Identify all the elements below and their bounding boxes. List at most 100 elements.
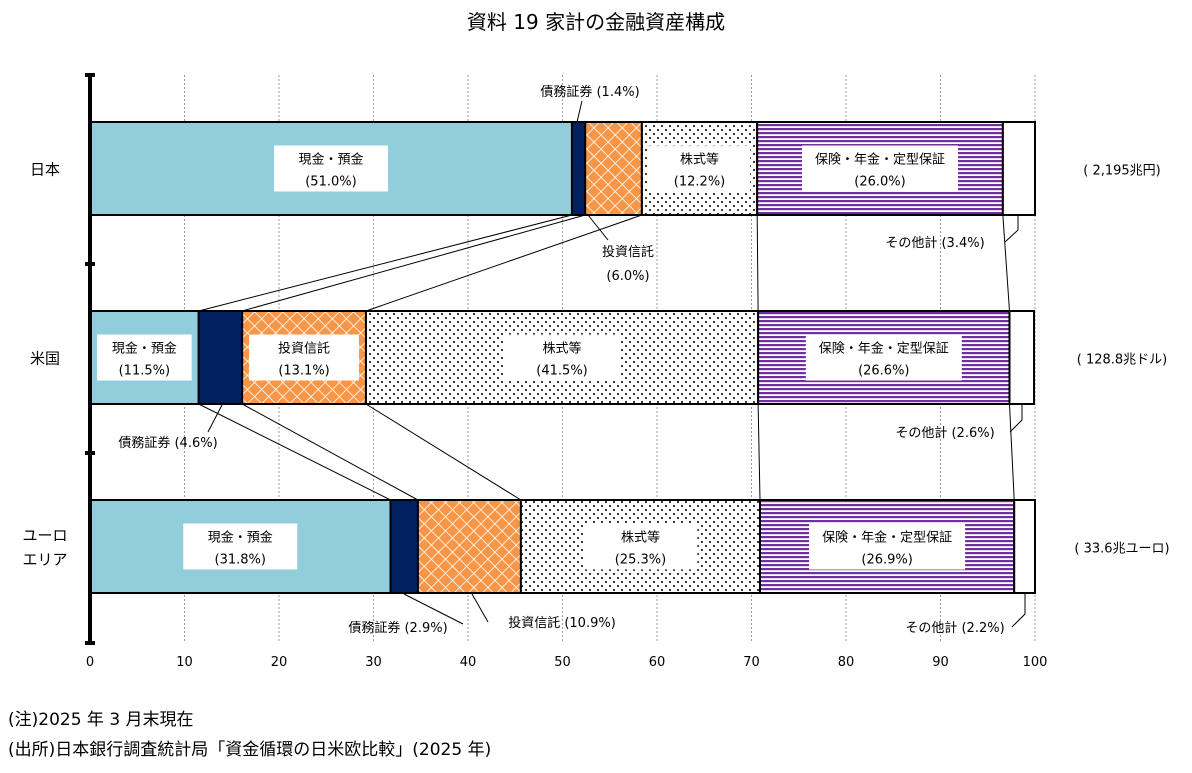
- segment-label-box: [273, 145, 388, 192]
- segment-label-line: (41.5%): [536, 364, 587, 379]
- category-label: ユーロエリア: [22, 527, 67, 569]
- connector-line: [365, 403, 522, 501]
- outside-label-line: 債務証券 (2.9%): [348, 620, 447, 636]
- connector-line: [757, 403, 761, 501]
- category-label: 米国: [30, 350, 60, 368]
- outside-label: その他計 (2.2%): [905, 620, 1004, 636]
- outside-label: 投資信託 (10.9%): [508, 615, 616, 631]
- outside-label-line: 債務証券 (1.4%): [540, 84, 639, 100]
- segment-label-line: 保険・年金・定型保証: [819, 341, 949, 357]
- bar-segment: [756, 121, 1004, 216]
- segment-label-box: [809, 523, 966, 570]
- segment-label: 保険・年金・定型保証 (26.9%): [822, 530, 952, 568]
- segment-label-box: [648, 145, 751, 192]
- segment-label-line: (13.1%): [278, 364, 329, 379]
- segment-label-line: 株式等: [543, 341, 582, 357]
- segment-label: 保険・年金・定型保証 (26.6%): [819, 341, 949, 379]
- segment-label-box: [583, 523, 698, 570]
- x-tick-label: 100: [1023, 655, 1048, 670]
- bar-segment: [389, 499, 419, 594]
- segment-label-line: 現金・預金: [112, 341, 177, 357]
- outside-label: その他計 (2.6%): [895, 425, 994, 441]
- segment-label: 投資信託 (13.1%): [278, 341, 330, 379]
- segment-label-line: 保険・年金・定型保証: [822, 530, 952, 546]
- segment-label-line: (26.0%): [854, 175, 905, 190]
- segment-label-line: (26.6%): [858, 364, 909, 379]
- category-label: 日本: [30, 161, 60, 179]
- outside-label-line: (6.0%): [606, 269, 649, 284]
- segment-label-box: [802, 145, 959, 192]
- bar-segment: [197, 310, 244, 405]
- connector-line: [1008, 403, 1015, 501]
- bar-segment: [1013, 499, 1037, 594]
- leader-line: [1004, 215, 1019, 243]
- segment-label-line: (31.8%): [215, 553, 266, 568]
- total-label: ( 128.8兆ドル): [1077, 353, 1168, 368]
- connector-line: [241, 403, 419, 501]
- outside-label-line: 投資信託 (10.9%): [508, 615, 616, 631]
- segment-label-box: [505, 334, 620, 381]
- connector-line: [1002, 214, 1010, 312]
- segment-label-line: 投資信託: [278, 341, 330, 357]
- connector-line: [198, 214, 573, 312]
- outside-label-line: その他計 (2.2%): [905, 620, 1004, 636]
- segment-label-line: 株式等: [680, 152, 719, 168]
- labels: 現金・預金(51.0%)株式等(12.2%)保険・年金・定型保証(26.0%)日…: [22, 84, 1169, 636]
- segment-label: 保険・年金・定型保証 (26.0%): [815, 152, 945, 190]
- leader-line: [1011, 594, 1026, 628]
- bar-segment: [1001, 121, 1036, 216]
- total-label: ( 2,195兆円): [1083, 164, 1161, 179]
- connector-lines: [198, 214, 1015, 501]
- segment-label-line: (51.0%): [305, 175, 356, 190]
- x-tick-label: 40: [460, 655, 477, 670]
- category-label-line: 日本: [30, 161, 60, 179]
- source-text: (出所)日本銀行調査統計局「資金循環の日米欧比較」(2025 年): [8, 740, 492, 760]
- x-tick-label: 60: [649, 655, 666, 670]
- x-tick-label: 90: [932, 655, 949, 670]
- connector-line: [242, 214, 586, 312]
- note-text: (注)2025 年 3 月末現在: [8, 710, 194, 730]
- segment-label-line: 株式等: [621, 530, 660, 546]
- leader-line: [207, 404, 223, 433]
- x-tick-label: 20: [271, 655, 288, 670]
- segment-label: 株式等 (41.5%): [536, 341, 587, 379]
- outside-label-line: 債務証券 (4.6%): [118, 435, 217, 451]
- leader-line: [576, 100, 583, 123]
- segment-label-line: (11.5%): [119, 364, 170, 379]
- outside-label: 債務証券 (4.6%): [118, 435, 217, 451]
- segment-label-line: (25.3%): [615, 553, 666, 568]
- segment-label-line: (12.2%): [674, 175, 725, 190]
- x-tick-label: 0: [86, 655, 94, 670]
- leader-line: [587, 214, 609, 241]
- segment-label-line: 保険・年金・定型保証: [815, 152, 945, 168]
- segment-label-line: 現金・預金: [208, 530, 273, 546]
- bar-segment: [570, 121, 587, 216]
- chart-title: 資料 19 家計の金融資産構成: [467, 10, 725, 34]
- connector-line: [198, 403, 391, 501]
- segment-label: 現金・預金(51.0%): [298, 152, 363, 190]
- outside-label: 投資信託(6.0%): [602, 244, 654, 284]
- x-tick-label: 50: [554, 655, 571, 670]
- category-label-line: エリア: [22, 551, 67, 569]
- leader-line: [403, 593, 464, 625]
- outside-label: 債務証券 (1.4%): [540, 84, 639, 100]
- x-tick-label: 30: [365, 655, 382, 670]
- segment-label-box: [805, 334, 962, 381]
- bar-segment: [1008, 310, 1036, 405]
- segment-label-line: (26.9%): [861, 553, 912, 568]
- category-label-line: ユーロ: [22, 527, 67, 545]
- segment-label: 株式等 (25.3%): [615, 530, 666, 568]
- bar-segment: [584, 121, 643, 216]
- bar-segment: [416, 499, 522, 594]
- total-label: ( 33.6兆ユーロ): [1074, 542, 1169, 557]
- category-label-line: 米国: [30, 350, 60, 368]
- axes: 0 10 20 30 40 50 60 70 80 90 100: [85, 73, 1048, 670]
- outside-label: その他計 (3.4%): [885, 235, 984, 251]
- x-tick-label: 80: [838, 655, 855, 670]
- leader-line: [1009, 405, 1023, 433]
- segment-label-box: [97, 334, 192, 381]
- x-tick-label: 70: [743, 655, 760, 670]
- x-tick-label: 10: [176, 655, 193, 670]
- connector-line: [756, 214, 759, 312]
- leader-line: [471, 593, 489, 623]
